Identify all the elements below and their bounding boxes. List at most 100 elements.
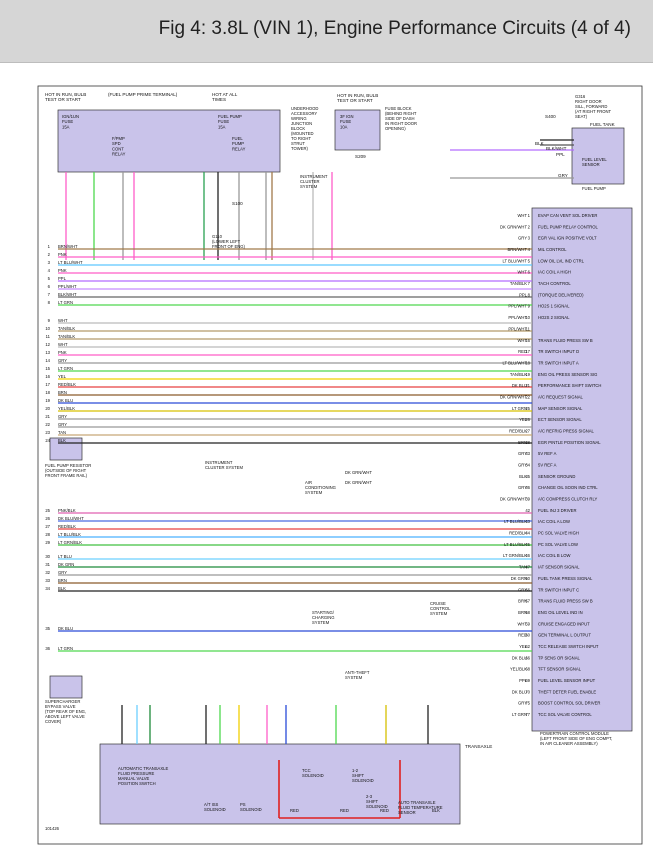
pcm-wire-label-60: RED [518,633,527,638]
test-or-start-label-2: TEST OR START [337,98,373,103]
hot-at-all-label: HOT AT ALL [212,92,238,97]
ground-g110-label: (LOWER LEFT [212,239,241,244]
shift-12-solenoid-label: SHIFT [352,773,365,778]
pcm-pin-56: 56 [525,587,530,592]
left-pin-1: 1 [48,244,51,249]
wire-label-gry: GRY [558,173,568,178]
mid-pin-35: 35 [45,626,50,631]
fuel-pump-relay-label: RELAY [232,146,246,151]
pcm-pin-desc-6: IAC COIL A HIGH [538,270,571,275]
mid-wire-label-31: DK GRN [58,562,74,567]
left-wire-label-5: PPL [58,276,67,281]
pcm-wire-label-69: PPL [519,678,528,683]
ign-fuse-2-label: 3F IGN [340,114,354,119]
pcm-pin-50: 50 [525,576,530,581]
pcm-pin-desc-19: ENG OIL PRESS SENSOR SIG [538,372,597,377]
anti-theft-label: ANTI-THEFT [345,670,370,675]
supercharger-valve-box [49,675,83,699]
ign-fuse-2-label: FUSE [340,119,351,124]
underhood-block-label: WIRING [291,116,307,121]
pcm-wire-label-16: WHT [517,338,527,343]
starting-charging-label: STARTING/ [312,610,335,615]
instrument-cluster-system-label: INSTRUMENT [205,460,233,465]
pcm-pin-70: 70 [525,689,530,694]
left-wire-label-19: DK BLU [58,398,73,403]
mid-pin-26: 26 [45,516,50,521]
pcm-pin-60: 60 [525,633,530,638]
air-conditioning-label: CONDITIONING [305,485,336,490]
pcm-pin-62: 62 [525,644,530,649]
left-pin-3: 3 [48,260,51,265]
ign-fuse-label: IGN/1UN [62,114,79,119]
mid-pin-36: 36 [45,646,50,651]
air-conditioning-label: AIR [305,480,312,485]
pcm-pin-desc-44: PC SOL VALVE HIGH [538,531,579,536]
left-pin-15: 15 [45,366,50,371]
left-pin-2: 2 [48,252,51,257]
pcm-wire-label-47: TAN [519,565,527,570]
air-conditioning-label: SYSTEM [305,490,323,495]
fuse-block-label: OPENING) [385,126,406,131]
fp-spd-relay-label: SPD [112,141,121,146]
supercharger-label: SUPERCHARGER [45,699,80,704]
pcm-pin-desc-50: FUEL TANK PRESS SIGNAL [538,576,593,581]
pcm-wire-label-62: YEL [519,644,528,649]
left-pin-20: 20 [45,406,50,411]
pcm-pin-desc-58: ENG OIL LEVEL IND IN [538,610,583,615]
pcm-pin-36: 36 [525,485,530,490]
pcm-pin-desc-18: TR SWITCH INPUT A [538,360,579,365]
fuel-pump-resistor-label: (OUTSIDE OF RIGHT [45,468,87,473]
pcm-wire-label-45: LT BLU/BLK [504,542,527,547]
pcm-label: POWERTRAIN CONTROL MODULE [540,731,609,736]
pcm-wire-label-3: GRY [518,236,527,241]
pcm-pin-75: 75 [525,701,530,706]
left-wire-label-10: TAN/BLK [58,326,75,331]
pcm-wire-label-25: LT GRN [512,406,527,411]
pcm-pin-desc-5: LOW OIL LVL IND CTRL [538,258,585,263]
pcm-wire-label-66: DK BLU [512,655,527,660]
underhood-junction-block [57,109,281,173]
pcm-pin-desc-1: EVAP CAN VENT SOL DRIVER [538,213,597,218]
auto-temp-sensor-label: FLUID TEMPERATURE [398,805,443,810]
underhood-block-label: ACCESSORY [291,111,317,116]
underhood-block-label: STRUT [291,141,305,146]
pcm-pin-21: 21 [525,383,530,388]
pcm-pin-8: 8 [528,292,531,297]
auto-trans-switch-label: AUTOMATIC TRANSAXLE [118,766,168,771]
left-wire-label-2: PNK [58,252,67,257]
left-wire-label-22: GRY [58,422,67,427]
shift-23-solenoid-label: 2-3 [366,794,373,799]
pcm-wire-label-17: RED [518,349,527,354]
mid-wire-label-25: PNK/BLK [58,508,76,513]
left-wire-label-1: BRN/WHT [58,244,78,249]
left-pin-18: 18 [45,390,50,395]
left-wire-label-14: GRY [58,358,67,363]
pcm-label: (LEFT FRONT SIDE OF ENG COMPT, [540,736,612,741]
mid-pin-27: 27 [45,524,50,529]
pcm-pin-desc-69: FUEL LEVEL SENSOR INPUT [538,678,596,683]
pcm-pin-desc-36: CHANGE OIL SOON IND CTRL [538,485,598,490]
fuel-pump-fuse-label: FUSE [218,119,229,124]
pcm-pin-desc-27: A/C REFRIG PRESS SIGNAL [538,428,595,433]
supercharger-label: ABOVE LEFT VALVE [45,714,85,719]
starting-charging-label: SYSTEM [312,620,330,625]
left-wire-label-9: WHT [58,318,68,323]
left-wire-label-18: BRN [58,390,67,395]
ign-fuse-2-label: 10A [340,124,348,129]
times-label: TIMES [212,97,226,102]
pcm-pin-34: 34 [525,463,530,468]
supercharger-label: (TOP REAR OF ENG, [45,709,86,714]
pcm-pin-27: 27 [525,428,530,433]
cruise-control-label: SYSTEM [430,611,448,616]
cruise-control-label: CRUISE [430,601,446,606]
instrument-cluster-system-label: CLUSTER SYSTEM [205,465,243,470]
pcm-pin-57: 57 [525,599,530,604]
underhood-block-label: TOWER) [291,146,309,151]
auto-trans-switch-label: POSITION SWITCH [118,781,156,786]
pcm-wire-label-56: GRY [518,587,527,592]
pcm-pin-desc-28: EGR PINTLE POSITION SIGNAL [538,440,601,445]
pcm-wire-label-10: PPL/WHT [508,315,527,320]
pcm-pin-desc-43: IAC COIL A LOW [538,519,570,524]
diagram-border [37,85,643,845]
